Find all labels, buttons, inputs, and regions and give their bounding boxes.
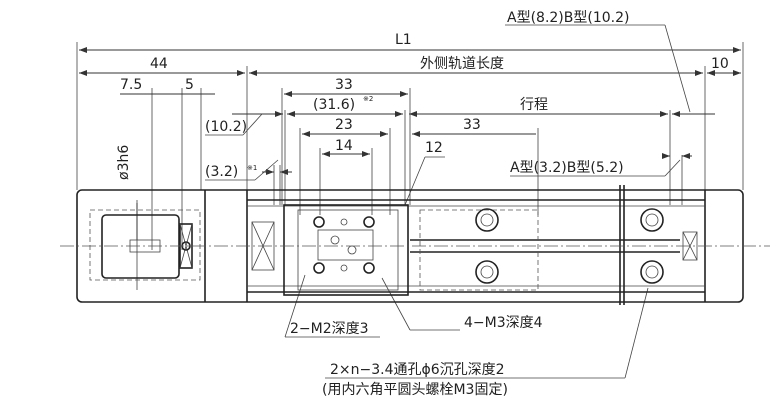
label-outer-rail-length: 外侧轨道长度: [420, 56, 504, 72]
label-10: 10: [711, 56, 729, 72]
label-stroke: 行程: [520, 97, 548, 113]
leader-lines: [205, 24, 691, 379]
label-shaft-diameter: ø3h6: [116, 145, 132, 180]
label-bolt-note: (用内六角平圆头螺栓M3固定): [322, 382, 508, 398]
label-m3-depth: 4−M3深度4: [464, 315, 543, 331]
label-7-5: 7.5: [120, 77, 142, 93]
label-5: 5: [185, 77, 194, 93]
slider-table: [283, 204, 409, 296]
label-33-top: 33: [335, 77, 353, 93]
label-44: 44: [150, 56, 168, 72]
label-3-2: (3.2): [205, 164, 238, 180]
actuator-body: [60, 185, 770, 305]
tapped-holes: [313, 216, 375, 274]
label-type-ab-mid: A型(3.2)B型(5.2): [510, 160, 624, 176]
label-33-mid: 33: [463, 117, 481, 133]
label-type-ab-top: A型(8.2)B型(10.2): [507, 10, 629, 26]
motor-outline: [101, 214, 180, 279]
label-l1: L1: [395, 32, 412, 48]
dimension-lines: [79, 47, 741, 240]
label-12: 12: [425, 140, 443, 156]
label-note-1: ※1: [247, 164, 257, 172]
label-note-2: ※2: [363, 95, 373, 103]
label-10-2: (10.2): [205, 119, 247, 135]
label-23: 23: [335, 117, 353, 133]
label-31-6: (31.6): [313, 97, 355, 113]
counterbore-holes: [475, 208, 664, 284]
label-through-hole: 2×n−3.4通孔ϕ6沉孔深度2: [330, 362, 505, 378]
label-m2-depth: 2−M2深度3: [290, 321, 369, 337]
label-14: 14: [335, 138, 353, 154]
